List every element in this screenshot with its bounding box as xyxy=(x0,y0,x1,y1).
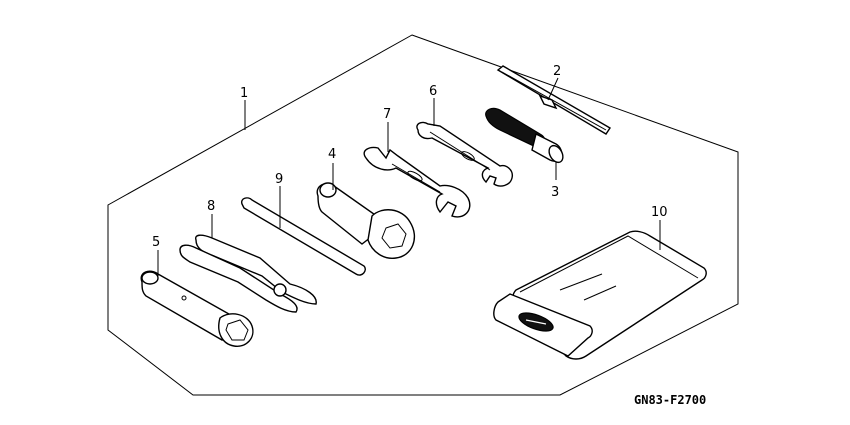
tool-bag-part xyxy=(493,230,707,360)
callout-8: 8 xyxy=(207,199,215,214)
kit-boundary xyxy=(107,34,739,396)
callout-1: 1 xyxy=(240,86,248,101)
callout-2: 2 xyxy=(553,64,561,79)
diagram-code: GN83-F2700 xyxy=(634,393,706,407)
box-wrench-part xyxy=(140,270,254,347)
socket-wrench-part xyxy=(316,182,415,259)
pliers-part xyxy=(179,234,317,313)
callout-4: 4 xyxy=(328,147,336,162)
tommy-bar-part xyxy=(240,197,366,276)
callout-5: 5 xyxy=(152,235,160,250)
callout-9: 9 xyxy=(275,172,283,187)
callout-6: 6 xyxy=(429,84,437,99)
callout-10: 10 xyxy=(651,205,668,220)
open-end-wrench-large-part xyxy=(363,146,471,218)
screwdriver-grip-part xyxy=(496,65,611,135)
callout-3: 3 xyxy=(551,185,559,200)
callout-7: 7 xyxy=(383,107,391,122)
screwdriver-part xyxy=(485,107,564,164)
leader-lines xyxy=(157,77,661,276)
open-end-wrench-small-part xyxy=(416,121,514,187)
